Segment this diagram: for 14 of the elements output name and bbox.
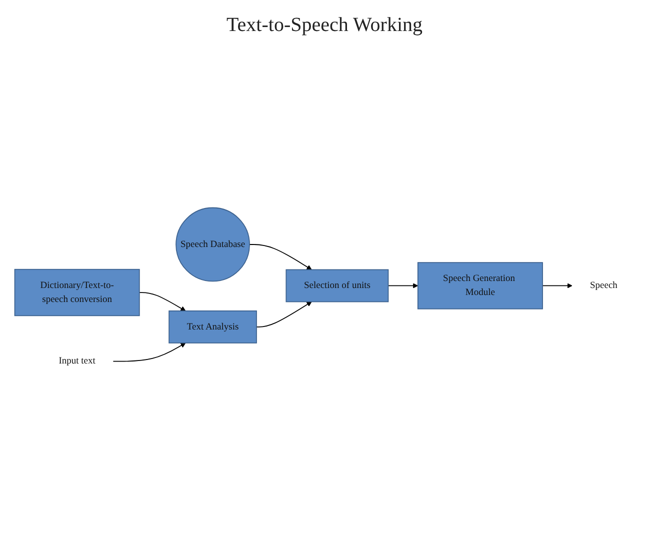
node-box: Dictionary/Text-to-speech conversion bbox=[14, 269, 140, 317]
arrow bbox=[248, 244, 312, 270]
arrow bbox=[138, 292, 186, 312]
node-text: Input text bbox=[58, 356, 95, 367]
node-circle: Speech Database bbox=[175, 208, 250, 282]
node-box: Speech Generation Module bbox=[416, 262, 542, 310]
arrow bbox=[542, 284, 572, 289]
arrow bbox=[256, 302, 312, 328]
node-box: Text Analysis bbox=[168, 310, 256, 344]
arrow bbox=[387, 284, 418, 289]
node-text: Speech bbox=[589, 280, 617, 291]
node-box: Selection of units bbox=[285, 270, 388, 303]
diagram-title: Text-to-Speech Working bbox=[225, 14, 424, 37]
arrow bbox=[112, 343, 186, 362]
